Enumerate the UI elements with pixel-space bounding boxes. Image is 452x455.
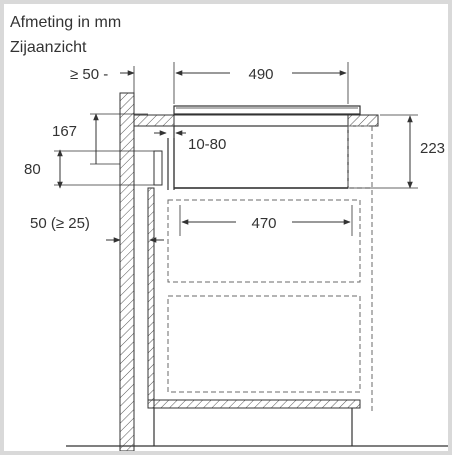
dim-223-label: 223 [420,140,445,157]
dim-wall-gap-label: ≥ 50 - [70,66,108,83]
dim-overlap-label: 10-80 [188,136,226,153]
dim-490-label: 490 [248,66,273,83]
dim-rear-gap-label: 50 (≥ 25) [30,215,90,232]
drawer-lower [167,295,361,393]
subtitle-text: Zijaanzicht [10,39,87,56]
dim-470-label: 470 [251,215,276,232]
dim-80-label: 80 [24,161,41,178]
drawer-upper [167,199,361,283]
hob-rear-dashed [347,125,373,189]
dim-167-label: 167 [52,123,77,140]
side-view-diagram: Afmeting in mm Zijaanzicht ≥ 50 - 490 1 [10,14,448,451]
cabinet-side-panel [147,187,155,401]
title-text: Afmeting in mm [10,14,121,31]
hob-body [173,125,349,189]
cabinet-bottom [147,399,361,409]
hob-plate [173,105,361,115]
worktop-cutout [173,114,349,127]
wall [119,92,135,451]
rail-bracket [153,150,163,186]
drawing-canvas: Afmeting in mm Zijaanzicht ≥ 50 - 490 1 [4,4,448,451]
